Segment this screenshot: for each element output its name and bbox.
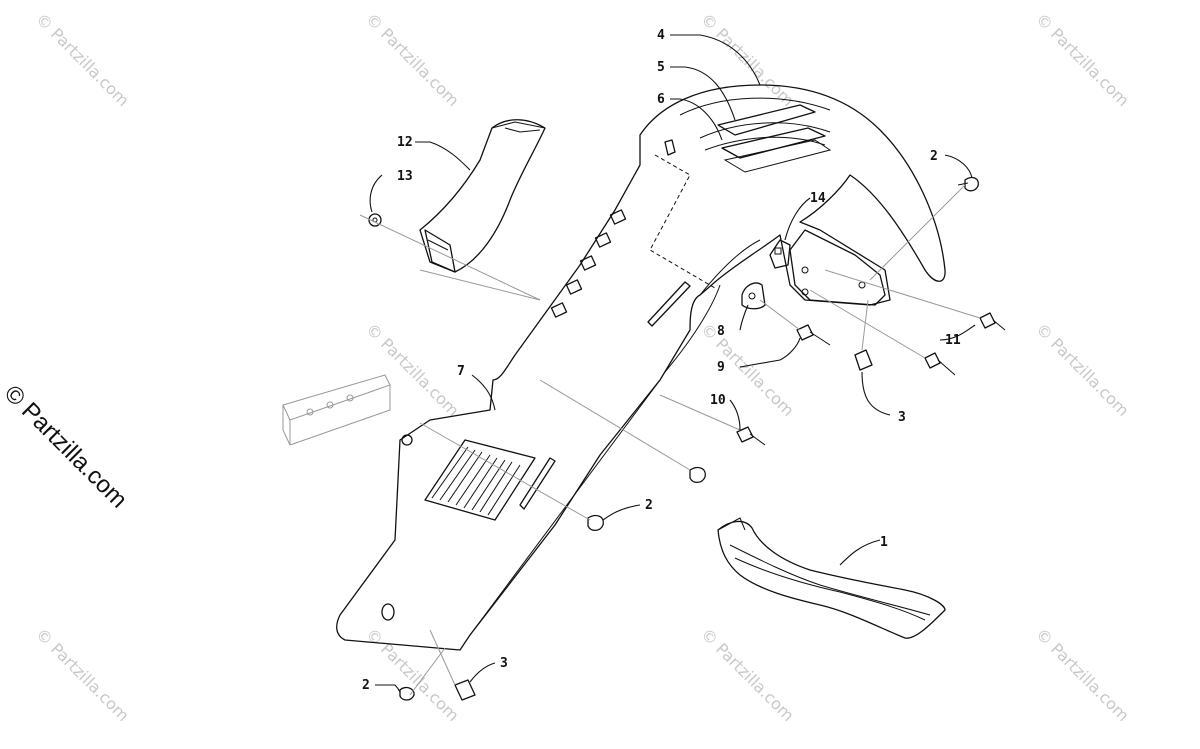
callout-4: 4 [657,28,665,43]
assembly-lines [409,184,981,696]
part-2-bolt-bottom [399,686,415,701]
rear-fender [336,84,946,651]
part-12-bumper [419,119,546,273]
watermark-text: © Partzilla.com [362,624,463,725]
watermark-text: © Partzilla.com [697,624,798,725]
callout-2-top-right: 2 [930,149,938,164]
callout-6: 6 [657,92,665,107]
watermark-text: © Partzilla.com [32,9,133,110]
callout-9: 9 [717,360,725,375]
callout-3-right: 3 [898,410,906,425]
part-1-snow-flap [717,517,946,639]
leader-lines [369,34,976,693]
watermark-text: © Partzilla.com [32,624,133,725]
part-10-rivet [736,426,766,446]
callout-13: 13 [397,169,413,184]
callout-labels: 1 2 2 2 3 3 4 5 6 7 8 9 10 11 12 13 14 [362,28,961,693]
watermark-layer: © Partzilla.com © Partzilla.com © Partzi… [32,9,1133,725]
callout-5: 5 [657,60,665,75]
callout-7: 7 [457,364,465,379]
callout-12: 12 [397,135,413,150]
watermark-text: © Partzilla.com [362,9,463,110]
watermark-text: © Partzilla.com [697,9,798,110]
callout-3-bottom: 3 [500,656,508,671]
part-14-bracket [769,239,791,269]
watermark-text: © Partzilla.com [1032,319,1133,420]
mud-flap-plate [789,229,886,306]
frame-bracket-ghost [282,374,391,446]
watermark-text: © Partzilla.com [362,319,463,420]
callout-8: 8 [717,324,725,339]
callout-10: 10 [710,393,726,408]
part-8-bracket [741,282,766,310]
callout-11: 11 [945,333,961,348]
watermark-text: © Partzilla.com [1032,9,1133,110]
callout-2-middle: 2 [645,498,653,513]
part-2-bolt-middle [587,466,706,532]
part-13-washer [359,213,541,301]
callout-14: 14 [810,191,826,206]
part-9-rivet [796,324,831,346]
part-11-rivets [924,312,1006,376]
part-3-nut-right [854,349,873,371]
callout-2-bottom: 2 [362,678,370,693]
part-3-nut-bottom [454,679,476,701]
callout-1: 1 [880,535,888,550]
watermark-text: © Partzilla.com [1032,624,1133,725]
